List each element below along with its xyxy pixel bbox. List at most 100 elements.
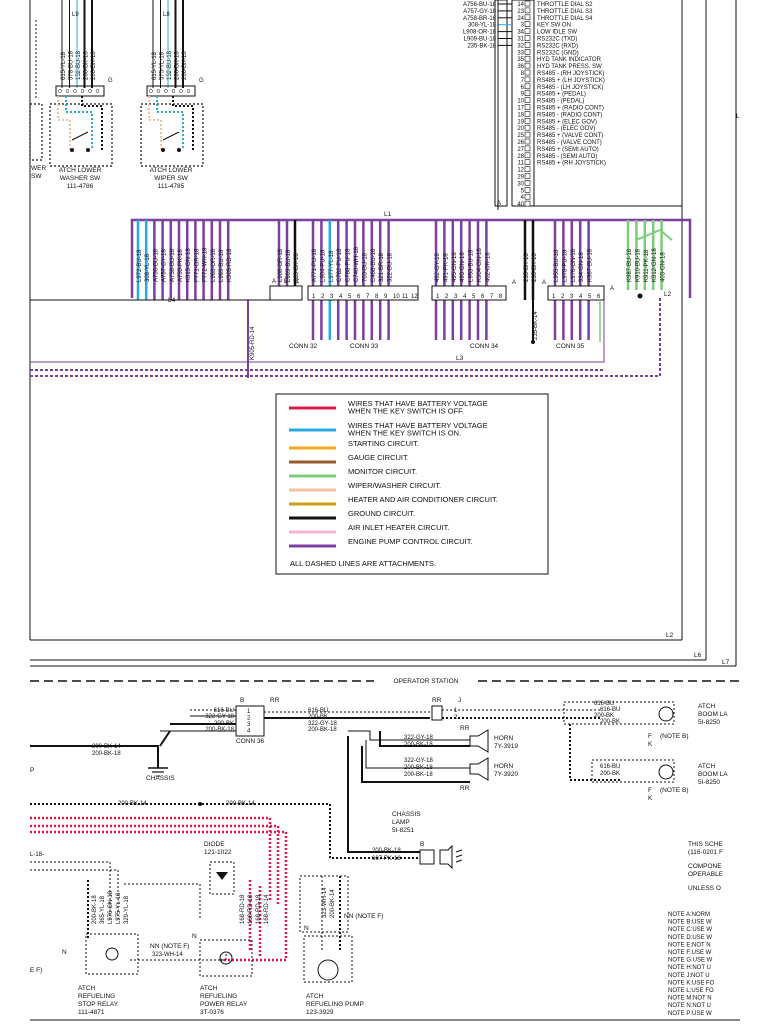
- boom2-wire-label: 200-BK: [600, 771, 620, 777]
- switch-contact: [71, 131, 89, 141]
- note-line: NOTE K:USE FO: [668, 980, 715, 986]
- harness-wire-label: L955-BU-18: [554, 249, 560, 282]
- harness-wire-label: 235-BK-18: [524, 253, 530, 282]
- pump-motor: [317, 959, 339, 981]
- wiper-wire: [57, 96, 71, 150]
- conn33-pin-num: 12: [411, 294, 418, 300]
- chassis-wire-label: 200-BK-18: [92, 751, 121, 757]
- red-run-1: [30, 816, 272, 900]
- conn35-pin-num: 4: [579, 294, 583, 300]
- relay-wire-b: [30, 869, 119, 920]
- frame-label-l: L: [736, 113, 740, 120]
- connector-pin: [88, 89, 92, 93]
- conn36-left-wire: 200-BK-18: [205, 727, 234, 733]
- boom-note-b: (NOTE B): [660, 787, 689, 794]
- switch-label: WIPER SW: [154, 175, 188, 182]
- red-run-2: [30, 824, 280, 906]
- switch-label: ATCH LOWER: [150, 167, 193, 174]
- pin-number: 29: [517, 175, 524, 181]
- pin-number: 10: [517, 99, 524, 105]
- wire323-run: [130, 952, 227, 961]
- horn1-label: HORN: [494, 735, 513, 742]
- horn2-rr: RR: [460, 785, 470, 792]
- wire-label: 575-YL-18: [160, 51, 166, 80]
- pin-socket: [524, 159, 531, 165]
- boom-note-b: (NOTE B): [660, 733, 689, 740]
- frame-label-l7: L7: [722, 659, 730, 666]
- switch-contact: [162, 131, 180, 141]
- conn35-pin-num: 6: [597, 294, 601, 300]
- boom-lamp-2-box: [591, 759, 675, 783]
- switch-label: 111-4785: [158, 183, 185, 190]
- pin-number: 33: [517, 50, 524, 56]
- conn33-pin-num: 7: [366, 294, 370, 300]
- bk14a-label: 200-BK-14: [118, 801, 147, 807]
- pin-number: 12: [517, 168, 524, 174]
- conn36-right-wire: 322-GY-18: [308, 721, 337, 727]
- boom-lamp-2-label: BOOM LA: [698, 771, 728, 778]
- conn36-body: [235, 705, 265, 737]
- power-relay-n: N: [192, 933, 197, 940]
- connector-pin: [156, 89, 161, 93]
- harness-wire-label: K987-BU-18: [588, 248, 594, 282]
- boom-lamp-1-label: 5I-8250: [698, 719, 720, 726]
- pin-number: 31: [517, 37, 524, 43]
- pin-socket: [524, 83, 531, 90]
- divider-label-bg: [374, 675, 478, 685]
- conn34-label: CONN 34: [470, 343, 499, 350]
- pin-number: 11: [518, 161, 525, 167]
- harness-wire-label: C740-WH-18: [354, 246, 360, 282]
- pin-socket: [524, 173, 531, 179]
- conn33-pin-num: 11: [402, 294, 409, 300]
- side-note: UNLESS O: [688, 885, 721, 892]
- rd-wire-label: 168-RD-18: [256, 894, 262, 924]
- j-label: J: [458, 697, 461, 704]
- switch-node: [161, 148, 165, 152]
- pin-socket: [524, 90, 531, 96]
- left-ef: E F): [30, 967, 42, 974]
- conn34-pin-num: 1: [436, 294, 440, 300]
- j-rr: RR: [432, 697, 442, 704]
- conn35-pin-num: 3: [570, 294, 574, 300]
- pin-function: THROTTLE DIAL S3: [537, 9, 593, 15]
- harness-wire-label: L953-BU-18: [469, 249, 475, 282]
- conn33-pin-num: 10: [393, 294, 400, 300]
- pump-wire-label: 323-WH-14: [322, 887, 328, 918]
- stop-relay-coil: [105, 947, 119, 961]
- rd-wire-label: 168-RD-14: [264, 894, 270, 924]
- boom-lamp-2-icon: [658, 764, 674, 780]
- conn34-pin-num: 6: [481, 294, 485, 300]
- pin-socket: [524, 200, 531, 207]
- conn33-pin-num: 4: [339, 294, 343, 300]
- harness-wire-label: A756-BU-18: [153, 248, 159, 282]
- left-cut-label: WER: [31, 165, 46, 172]
- note-line: NOTE J:NOT U: [668, 973, 710, 979]
- left-p: P: [30, 767, 34, 774]
- harness-tag: L9: [72, 12, 79, 18]
- boom-lamp-1-label: ATCH: [698, 703, 716, 710]
- switch-node: [70, 148, 74, 152]
- harness-wire-label: K912-GN-18: [652, 248, 658, 282]
- j-pin: 1: [454, 708, 458, 714]
- switch-wire: [156, 96, 184, 150]
- conn35-pin-num: 2: [561, 294, 565, 300]
- conn34-pin-num: 5: [472, 294, 476, 300]
- power-relay-coil: [219, 951, 233, 965]
- label-l1: L1: [384, 211, 392, 218]
- side-note: (116-0201 F: [688, 849, 723, 856]
- diode-label: 121-1022: [204, 849, 232, 856]
- legend-text: WHEN THE KEY SWITCH IS ON.: [348, 429, 461, 438]
- harness-wire-label: 703-BU-18: [362, 252, 368, 282]
- switch-label: 111-4786: [67, 183, 94, 190]
- pin-wire-label: 235-BK-18: [467, 43, 496, 49]
- harness-wire-label: L908-OR-18: [278, 248, 284, 282]
- harness-wire-label: L968-OR-18: [211, 248, 217, 282]
- pin-function: RS485 + (SEMI AUTO): [537, 147, 599, 153]
- lamp-ground: [347, 736, 420, 853]
- pin-wire-label: A756-BU-18: [463, 2, 497, 8]
